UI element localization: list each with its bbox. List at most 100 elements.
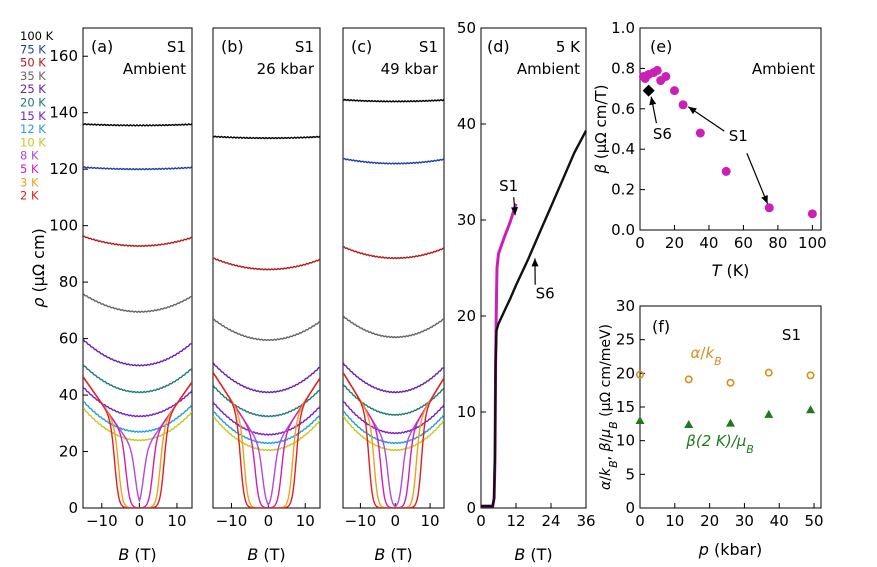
data-point-S1 (695, 128, 705, 138)
panel-label: (f) (652, 317, 670, 336)
legend-entry: 50 K (20, 56, 46, 70)
x-tick-label: 0 (135, 512, 145, 530)
rho-curve-100K (343, 98, 444, 103)
y-tick-label: 15 (616, 398, 635, 416)
data-point-beta (684, 420, 694, 429)
curves-b (213, 135, 320, 508)
series-line-S1 (481, 203, 518, 508)
x-axis-label: B (T) (514, 545, 552, 564)
rho-curve-50K (213, 257, 320, 271)
series-line-S6 (481, 130, 588, 508)
legend-entry: 3 K (20, 175, 39, 189)
sample-label: S1 (419, 38, 438, 56)
x-axis-label: B (T) (247, 545, 285, 564)
data-point-S1 (721, 166, 731, 176)
x-tick-label: 36 (576, 512, 595, 530)
rho-curve-8K (83, 376, 192, 504)
panel-label: (b) (221, 37, 244, 56)
x-tick-label: 0 (264, 512, 274, 530)
y-tick-label: 10 (457, 403, 476, 421)
rho-curve-10K (213, 416, 320, 452)
plot-frame (480, 27, 587, 509)
legend-entry: 12 K (20, 122, 46, 136)
x-axis-label: T (K) (712, 261, 750, 280)
data-point-beta (635, 415, 645, 424)
rho-curve-20K (83, 364, 192, 394)
data-point-beta (806, 405, 816, 414)
rho-curve-20K (343, 383, 444, 416)
panel-label: (d) (487, 37, 510, 56)
x-axis-label: p (kbar) (698, 540, 763, 559)
y-tick-label: 40 (457, 115, 476, 133)
x-tick-label: 10 (167, 512, 186, 530)
annotation-arrowhead (649, 96, 657, 106)
rho-curve-35K (83, 293, 192, 313)
legend-entry: 5 K (20, 162, 39, 176)
y-tick-label: 0.2 (611, 181, 635, 199)
rho-curve-10K (343, 415, 444, 452)
y-tick-label: 5 (625, 465, 635, 483)
rho-curve-12K (343, 410, 444, 445)
series-label-alpha: α/kB (691, 344, 722, 368)
y-tick-label: 25 (616, 331, 635, 349)
rho-curve-12K (83, 400, 192, 433)
annotation-arrowhead (688, 106, 697, 115)
rho-curve-10K (83, 407, 192, 442)
x-tick-label: 10 (421, 512, 440, 530)
y-tick-label: 60 (59, 330, 78, 348)
x-tick-label: 0 (635, 512, 645, 530)
sample-label: S1 (295, 38, 314, 56)
data-point-beta (726, 418, 735, 427)
data-point-S1 (669, 86, 679, 96)
data-point-S1 (652, 65, 662, 75)
legend-entry: 2 K (20, 189, 39, 203)
rho-curve-12K (213, 410, 320, 445)
x-tick-label: 50 (804, 512, 823, 530)
data-point-S1 (661, 71, 671, 81)
sample-label: S1 (782, 326, 801, 344)
rho-curve-20K (213, 384, 320, 418)
rho-curve-75K (343, 157, 444, 165)
x-tick-label: 80 (768, 234, 787, 252)
y-tick-label: 50 (457, 19, 476, 37)
panel-label: (c) (351, 37, 372, 56)
y-tick-label: 20 (616, 364, 635, 382)
y-tick-label: 0.8 (611, 59, 635, 77)
data-point-alpha (764, 368, 773, 377)
series-label-beta: β(2 K)/μB (685, 432, 754, 456)
plot-frame (82, 27, 193, 509)
rho-curve-2K (83, 376, 192, 508)
y-axis-label-rho: ρ (μΩ cm) (29, 228, 48, 308)
data-point-S1 (807, 209, 817, 219)
rho-curve-75K (83, 166, 192, 171)
data-point-S1 (764, 203, 774, 213)
rho-curve-100K (213, 135, 320, 140)
condition-label: 49 kbar (381, 60, 439, 78)
x-tick-label: 0 (390, 512, 400, 530)
y-axis-label: β (μΩ cm/T) (592, 85, 610, 175)
annotation-label: S1 (499, 177, 518, 195)
y-tick-label: 0.0 (611, 221, 635, 239)
rho-curve-100K (83, 123, 192, 127)
rho-curve-50K (343, 246, 444, 260)
annotation-label: S6 (536, 285, 555, 303)
annotation-arrowhead (761, 195, 768, 204)
y-tick-label: 0 (68, 499, 78, 517)
annotation-label: S1 (729, 127, 748, 145)
condition-label: Ambient (752, 60, 815, 78)
condition-label: Ambient (123, 60, 186, 78)
x-tick-label: 20 (665, 234, 684, 252)
y-tick-label: 1.0 (611, 19, 635, 37)
data-point-alpha (806, 371, 815, 380)
annotation-arrow-line (746, 153, 769, 204)
rho-curve-25K (213, 362, 320, 394)
data-point-S6 (642, 84, 655, 97)
x-tick-label: 60 (734, 234, 753, 252)
x-tick-label: 0 (476, 512, 486, 530)
annotation-label: S6 (653, 125, 672, 143)
x-tick-label: 10 (665, 512, 684, 530)
curves-c (343, 98, 444, 508)
